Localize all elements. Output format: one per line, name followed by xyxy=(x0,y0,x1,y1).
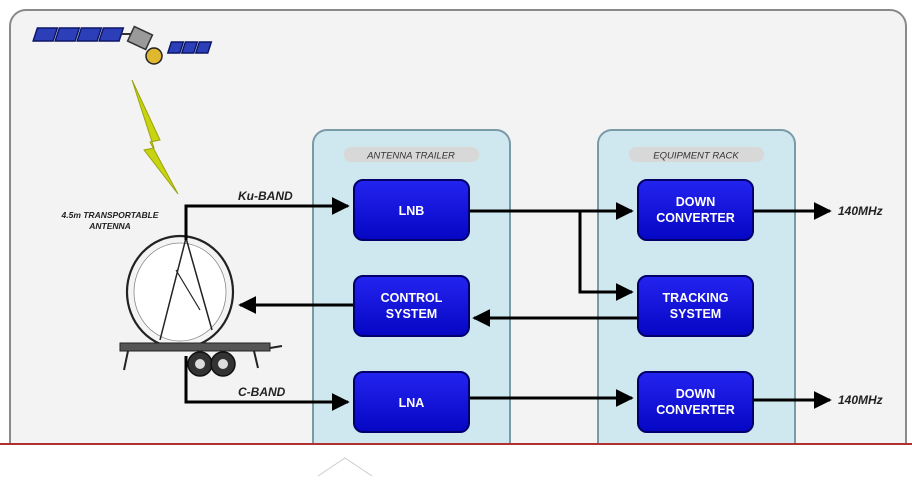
antenna-label-line1: 4.5m TRANSPORTABLE xyxy=(61,210,159,220)
antenna-trailer-label: ANTENNA TRAILER xyxy=(366,151,455,162)
signal-lines xyxy=(184,197,832,411)
down-converter-1-label-line2: CONVERTER xyxy=(656,211,734,225)
down-converter-1-label-line1: DOWN xyxy=(676,195,716,209)
control-system-block: CONTROL SYSTEM xyxy=(353,275,470,337)
output-label-1: 140MHz xyxy=(838,204,883,218)
antenna-label-line2: ANTENNA xyxy=(88,221,131,231)
c-band-line xyxy=(184,356,350,411)
down-converter-2-label-line2: CONVERTER xyxy=(656,403,734,417)
tracking-system-block: TRACKING SYSTEM xyxy=(637,275,754,337)
c-band-label: C-BAND xyxy=(238,385,286,399)
ku-band-line xyxy=(184,197,350,240)
tracking-system-label-line2: SYSTEM xyxy=(670,307,721,321)
control-system-label-line1: CONTROL xyxy=(381,291,443,305)
lightning-bolt-icon xyxy=(131,79,179,195)
lna-block: LNA xyxy=(353,371,470,433)
down-converter-block-1: DOWN CONVERTER xyxy=(637,179,754,241)
control-system-label-line2: SYSTEM xyxy=(386,307,437,321)
lna-label: LNA xyxy=(399,396,425,410)
down-converter-2-label-line1: DOWN xyxy=(676,387,716,401)
lnb-block: LNB xyxy=(353,179,470,241)
lnb-to-tracking-line xyxy=(578,211,634,301)
lnb-label: LNB xyxy=(399,204,425,218)
down-converter-block-2: DOWN CONVERTER xyxy=(637,371,754,433)
bottom-strip xyxy=(0,445,912,478)
tracking-system-label-line1: TRACKING xyxy=(663,291,729,305)
equipment-rack-label: EQUIPMENT RACK xyxy=(653,151,739,162)
equipment-rack-label-pill xyxy=(629,147,764,162)
ku-band-label: Ku-BAND xyxy=(238,189,293,203)
faint-watermark-shape xyxy=(317,457,373,477)
output-label-2: 140MHz xyxy=(838,393,883,407)
antenna-trailer-label-pill xyxy=(344,147,479,162)
satellite-icon xyxy=(32,25,213,65)
antenna-trailer-icon xyxy=(119,234,283,377)
